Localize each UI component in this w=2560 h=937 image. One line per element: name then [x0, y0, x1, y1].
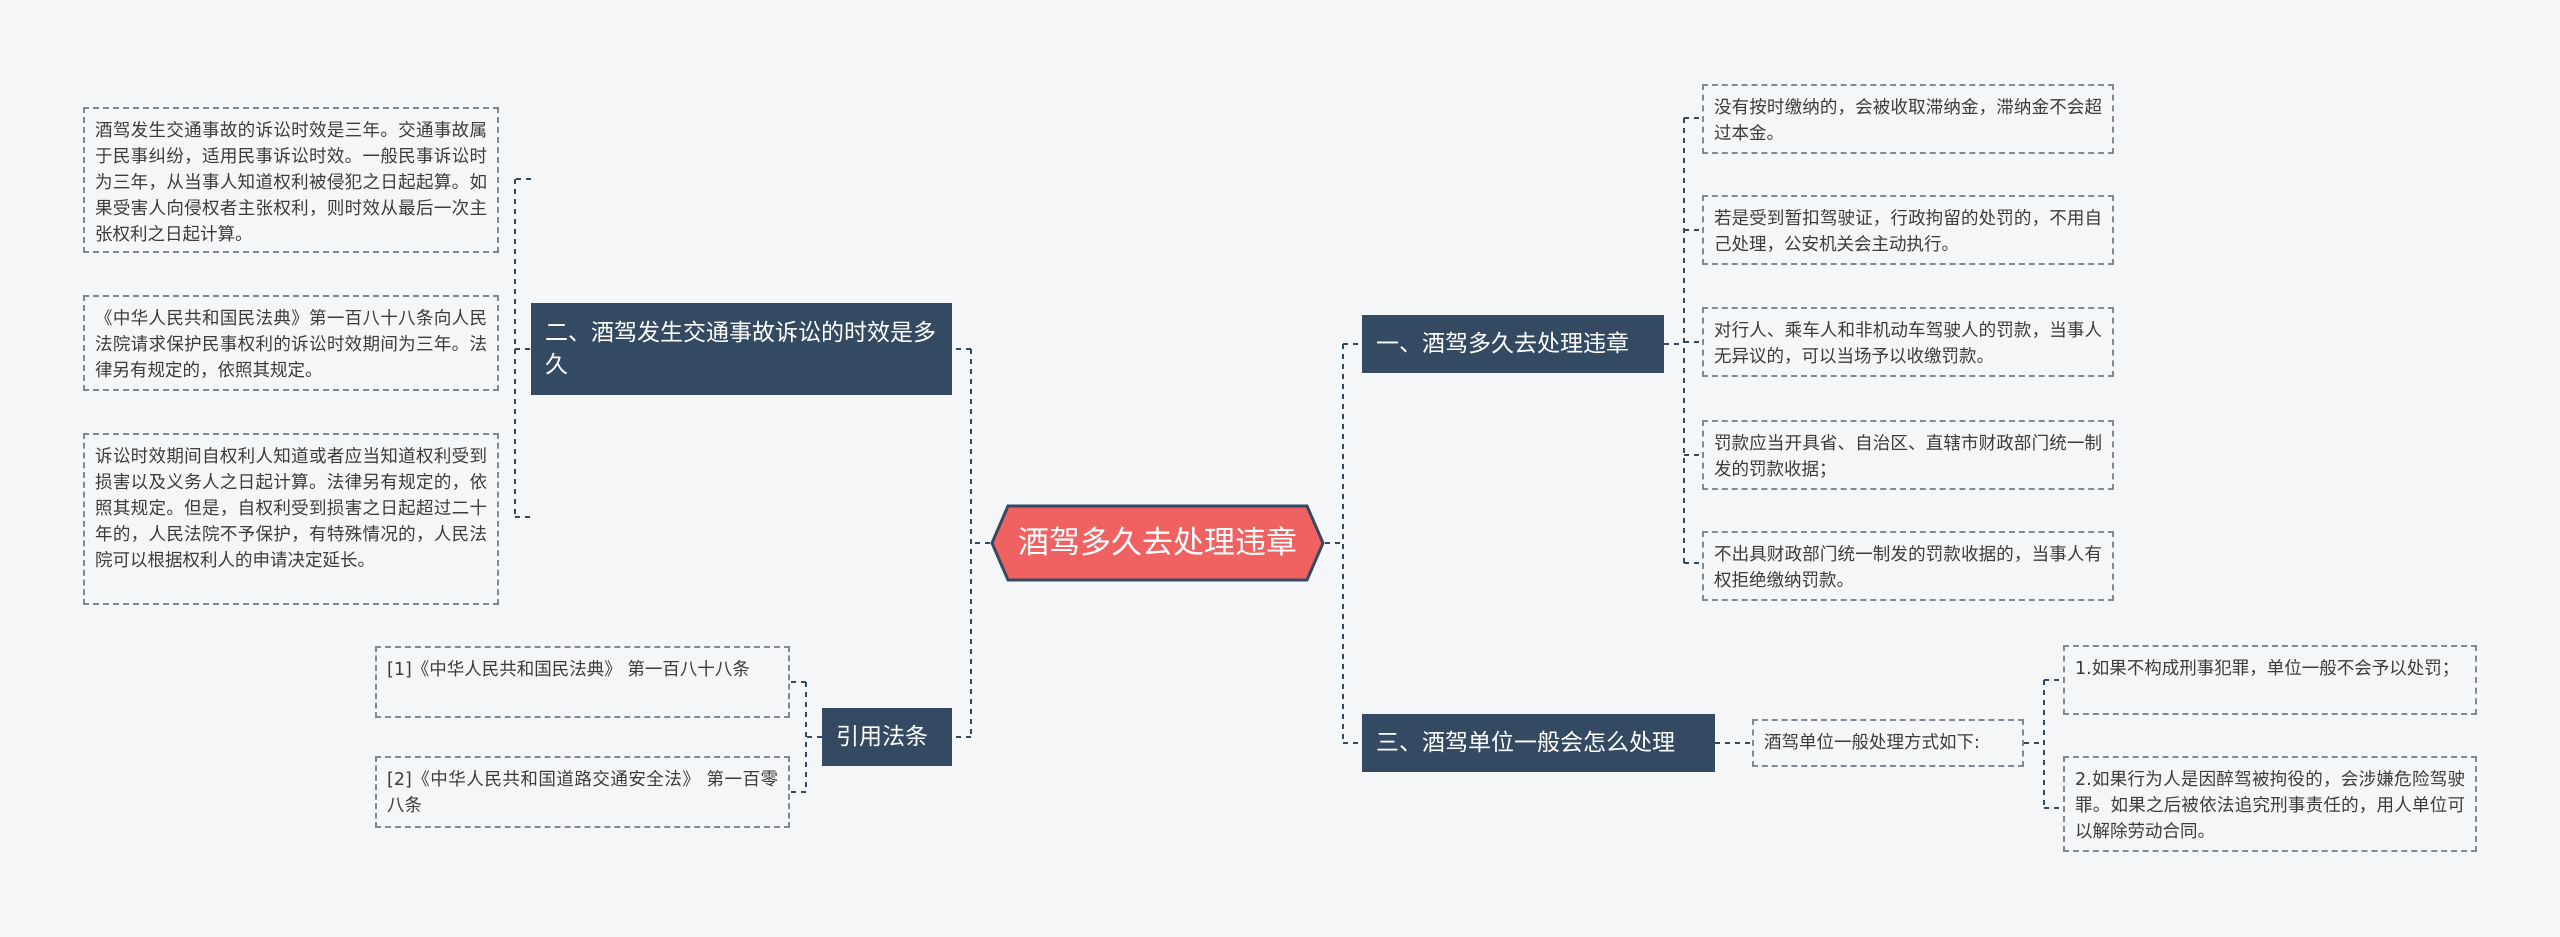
connector-root-left: [952, 348, 990, 738]
branch-4-label: 引用法条: [836, 724, 928, 750]
leaf-node[interactable]: [1]《中华人民共和国民法典》 第一百八十八条: [375, 646, 790, 718]
connector-mid-leaves: [2024, 679, 2063, 809]
branch-3-label: 三、酒驾单位一般会怎么处理: [1376, 730, 1675, 756]
branch-1-label: 一、酒驾多久去处理违章: [1376, 331, 1629, 357]
leaf-node-mid[interactable]: 酒驾单位一般处理方式如下:: [1752, 719, 2024, 767]
leaf-node[interactable]: 罚款应当开具省、自治区、直辖市财政部门统一制发的罚款收据；: [1702, 420, 2114, 490]
leaf-node[interactable]: 对行人、乘车人和非机动车驾驶人的罚款，当事人无异议的，可以当场予以收缴罚款。: [1702, 307, 2114, 377]
branch-2-label: 二、酒驾发生交通事故诉讼的时效是多久: [545, 320, 936, 378]
leaf-node[interactable]: 《中华人民共和国民法典》第一百八十八条向人民法院请求保护民事权利的诉讼时效期间为…: [83, 295, 499, 391]
root-node[interactable]: 酒驾多久去处理违章: [990, 504, 1325, 582]
leaf-node[interactable]: 2.如果行为人是因醉驾被拘役的，会涉嫌危险驾驶罪。如果之后被依法追究刑事责任的，…: [2063, 756, 2477, 852]
leaf-node[interactable]: 酒驾发生交通事故的诉讼时效是三年。交通事故属于民事纠纷，适用民事诉讼时效。一般民…: [83, 107, 499, 253]
branch-node-2[interactable]: 二、酒驾发生交通事故诉讼的时效是多久: [531, 303, 952, 395]
root-hexagon-shape: [990, 504, 1325, 582]
leaf-node[interactable]: 若是受到暂扣驾驶证，行政拘留的处罚的，不用自己处理，公安机关会主动执行。: [1702, 195, 2114, 265]
connector-root-right: [1325, 343, 1362, 744]
branch-node-1[interactable]: 一、酒驾多久去处理违章: [1362, 315, 1664, 373]
leaf-node[interactable]: 1.如果不构成刑事犯罪，单位一般不会予以处罚；: [2063, 645, 2477, 715]
branch-node-4[interactable]: 引用法条: [822, 708, 952, 766]
leaf-node[interactable]: 不出具财政部门统一制发的罚款收据的，当事人有权拒绝缴纳罚款。: [1702, 531, 2114, 601]
leaf-node[interactable]: 诉讼时效期间自权利人知道或者应当知道权利受到损害以及义务人之日起计算。法律另有规…: [83, 433, 499, 605]
connector-b4-leaves: [790, 681, 822, 793]
root-label: 酒驾多久去处理违章: [1018, 525, 1297, 561]
connector-b1-leaves: [1664, 117, 1702, 564]
leaf-node[interactable]: 没有按时缴纳的，会被收取滞纳金，滞纳金不会超过本金。: [1702, 84, 2114, 154]
leaf-node[interactable]: [2]《中华人民共和国道路交通安全法》 第一百零八条: [375, 756, 790, 828]
connector-b2-leaves: [514, 178, 531, 518]
root-hexagon: [990, 504, 1325, 582]
branch-node-3[interactable]: 三、酒驾单位一般会怎么处理: [1362, 714, 1715, 772]
